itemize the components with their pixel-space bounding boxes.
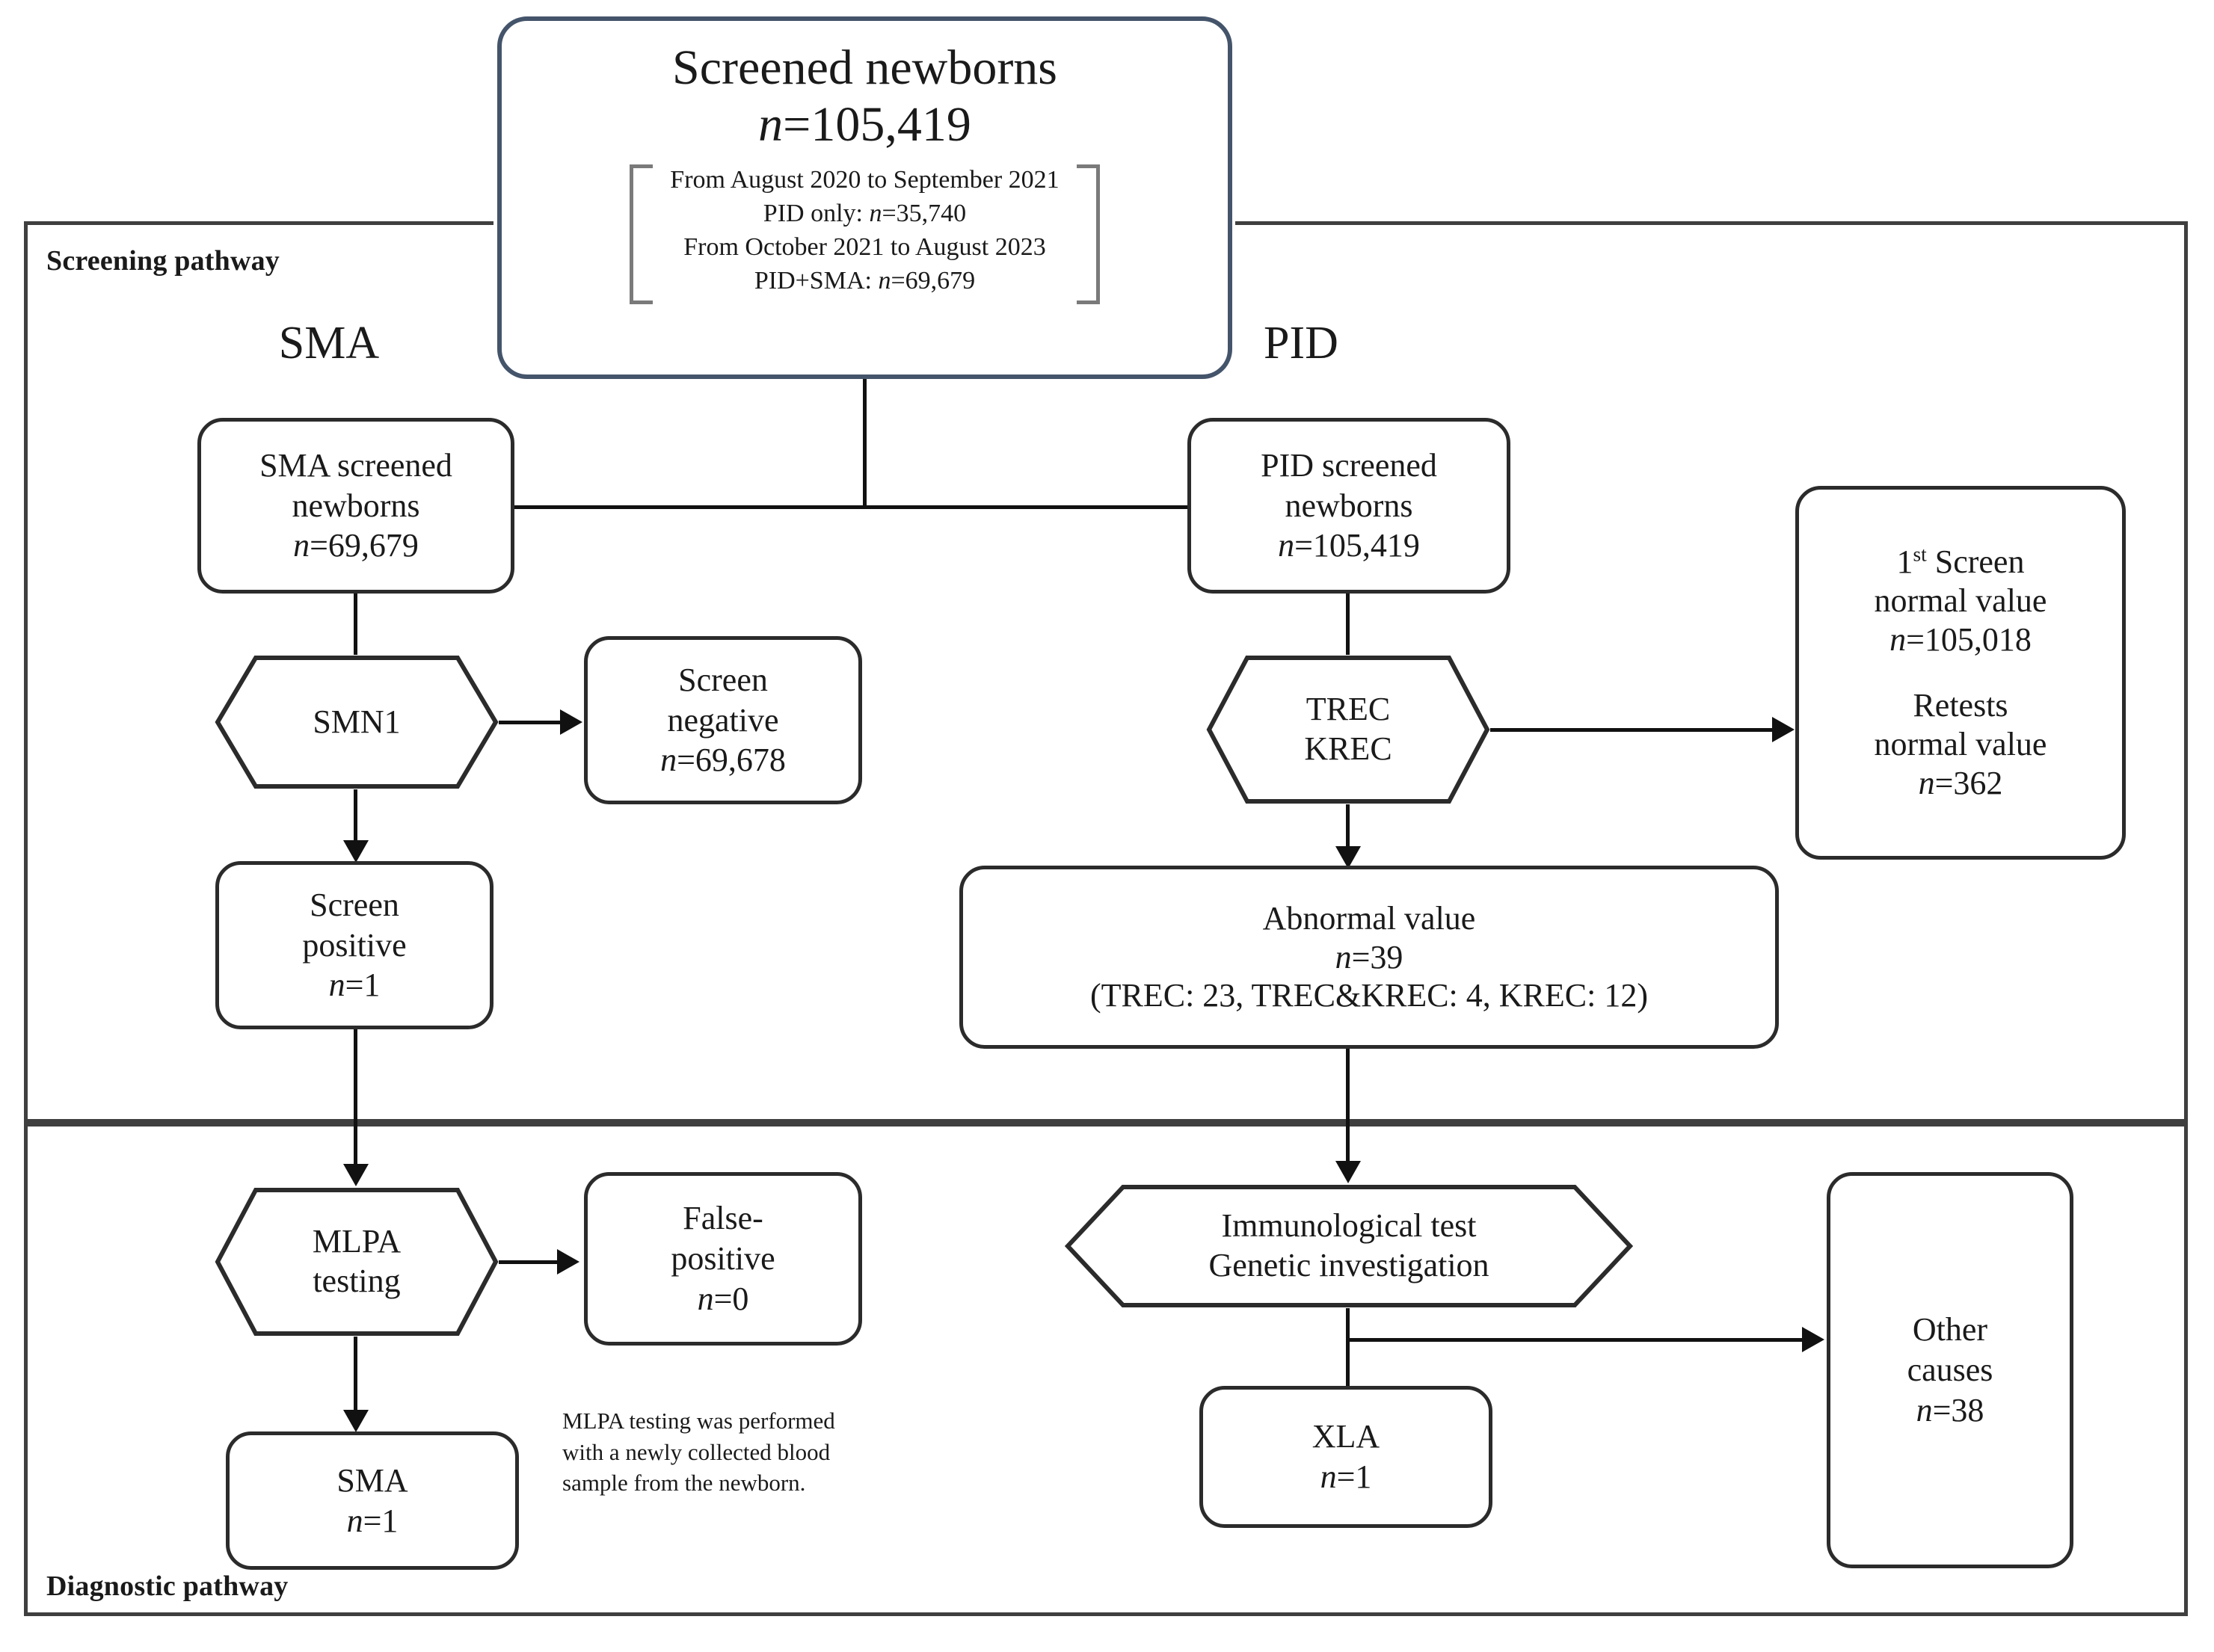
screen-positive-line-1: Screen <box>310 886 399 923</box>
node-trec-krec[interactable]: TREC KREC <box>1206 655 1490 804</box>
connector-sma-to-smn1 <box>354 594 357 655</box>
sma-screened-line-1: SMA screened <box>259 446 452 484</box>
connector-trec-krec-to-normal-values <box>1490 728 1772 732</box>
connector-top-to-split <box>863 379 867 508</box>
screened-newborns-detail-block: From August 2020 to September 2021 PID o… <box>622 163 1107 304</box>
node-sma-screened-newborns[interactable]: SMA screened newborns n=69,679 <box>197 418 514 594</box>
group-title-sma: SMA <box>278 318 380 369</box>
normal-values-retests-line1: Retests <box>1913 687 2008 724</box>
mlpa-footnote: MLPA testing was performed with a newly … <box>562 1405 996 1499</box>
connector-immunological-to-xla <box>1346 1308 1350 1386</box>
false-positive-count: n=0 <box>697 1280 749 1317</box>
screen-positive-count: n=1 <box>328 967 381 1004</box>
node-pid-screened-newborns[interactable]: PID screened newborns n=105,419 <box>1187 418 1510 594</box>
false-positive-line-1: False- <box>683 1200 763 1237</box>
screened-newborns-count: n=105,419 <box>758 96 971 152</box>
screen-negative-line-2: negative <box>667 701 779 739</box>
connector-trec-krec-to-abnormal <box>1346 804 1350 846</box>
mlpa-footnote-line-2: with a newly collected blood <box>562 1438 831 1465</box>
arrowhead-immunological-to-other-causes <box>1802 1327 1824 1352</box>
pid-screened-line-2: newborns <box>1285 487 1413 524</box>
mlpa-footnote-line-3: sample from the newborn. <box>562 1470 806 1497</box>
group-title-pid: PID <box>1264 318 1338 369</box>
screen-negative-line-1: Screen <box>678 661 768 698</box>
sma-result-count: n=1 <box>346 1502 399 1539</box>
other-causes-count: n=38 <box>1916 1391 1984 1428</box>
node-screen-negative[interactable]: Screen negative n=69,678 <box>584 636 862 804</box>
detail-line-4: PID+SMA: n=69,679 <box>754 267 976 295</box>
screened-newborns-title: Screened newborns <box>672 40 1057 95</box>
connector-screen-positive-to-mlpa <box>354 1029 357 1164</box>
node-false-positive[interactable]: False- positive n=0 <box>584 1172 862 1346</box>
sma-result-line-1: SMA <box>336 1461 408 1499</box>
normal-values-screen-count: n=105,018 <box>1889 621 2032 659</box>
connector-smn1-to-screen-positive <box>354 789 357 840</box>
normal-values-screen-label: 1st Screen <box>1896 543 2025 581</box>
normal-values-screen-line2: normal value <box>1874 582 2047 620</box>
node-sma-result[interactable]: SMA n=1 <box>226 1431 519 1570</box>
node-screen-positive[interactable]: Screen positive n=1 <box>215 861 493 1029</box>
connector-abnormal-to-immunological <box>1346 1049 1350 1161</box>
other-causes-line-2: causes <box>1907 1352 1993 1389</box>
sma-screened-count: n=69,679 <box>293 527 419 564</box>
detail-line-1: From August 2020 to September 2021 <box>670 165 1060 194</box>
connector-split-bar <box>514 505 1211 509</box>
xla-line-1: XLA <box>1312 1418 1380 1455</box>
abnormal-value-breakdown: (TREC: 23, TREC&KREC: 4, KREC: 12) <box>1089 977 1648 1014</box>
bracket-right-icon <box>1076 164 1100 304</box>
screen-negative-count: n=69,678 <box>660 742 786 779</box>
other-causes-line-1: Other <box>1912 1311 1988 1349</box>
xla-count: n=1 <box>1320 1458 1372 1495</box>
arrowhead-mlpa-to-sma-result <box>343 1410 369 1432</box>
diagnostic-pathway-frame <box>24 1123 2188 1616</box>
node-normal-values[interactable]: 1st Screen normal value n=105,018 Retest… <box>1795 486 2126 860</box>
arrowhead-abnormal-to-immunological <box>1335 1161 1361 1183</box>
pid-screened-count: n=105,419 <box>1278 527 1420 564</box>
diagnostic-pathway-label: Diagnostic pathway <box>46 1571 289 1602</box>
arrowhead-screen-positive-to-mlpa <box>343 1164 369 1186</box>
normal-values-spacer <box>1957 659 1965 686</box>
node-mlpa-testing[interactable]: MLPA testing <box>215 1187 499 1337</box>
detail-line-2: PID only: n=35,740 <box>763 200 967 228</box>
node-xla[interactable]: XLA n=1 <box>1199 1386 1492 1528</box>
arrowhead-trec-krec-to-normal-values <box>1772 717 1795 742</box>
connector-mlpa-to-sma-result <box>354 1337 357 1410</box>
arrowhead-mlpa-to-false-positive <box>557 1249 579 1275</box>
abnormal-value-count: n=39 <box>1335 938 1403 976</box>
screen-positive-line-2: positive <box>302 926 407 964</box>
detail-line-3: From October 2021 to August 2023 <box>683 233 1046 262</box>
normal-values-retests-count: n=362 <box>1918 764 2003 801</box>
arrowhead-trec-krec-to-abnormal <box>1335 846 1361 869</box>
connector-pid-to-trec-krec <box>1346 594 1350 655</box>
screening-pathway-label: Screening pathway <box>46 245 280 277</box>
node-immunological-test[interactable]: Immunological test Genetic investigation <box>1065 1184 1633 1308</box>
arrowhead-smn1-to-screen-positive <box>343 840 369 863</box>
pid-screened-line-1: PID screened <box>1261 446 1437 484</box>
connector-immunological-to-other-causes <box>1346 1338 1802 1342</box>
sma-screened-line-2: newborns <box>292 487 420 524</box>
node-screened-newborns[interactable]: Screened newborns n=105,419 From August … <box>497 16 1232 379</box>
node-abnormal-value[interactable]: Abnormal value n=39 (TREC: 23, TREC&KREC… <box>959 866 1779 1049</box>
node-other-causes[interactable]: Other causes n=38 <box>1827 1172 2073 1568</box>
arrowhead-smn1-to-screen-negative <box>560 709 582 735</box>
connector-smn1-to-screen-negative <box>499 721 560 724</box>
bracket-left-icon <box>630 164 654 304</box>
mlpa-footnote-line-1: MLPA testing was performed <box>562 1408 835 1434</box>
node-smn1[interactable]: SMN1 <box>215 655 499 789</box>
connector-mlpa-to-false-positive <box>499 1260 557 1264</box>
normal-values-retests-line2: normal value <box>1874 725 2047 762</box>
false-positive-line-2: positive <box>671 1240 775 1277</box>
abnormal-value-line-1: Abnormal value <box>1262 899 1476 937</box>
